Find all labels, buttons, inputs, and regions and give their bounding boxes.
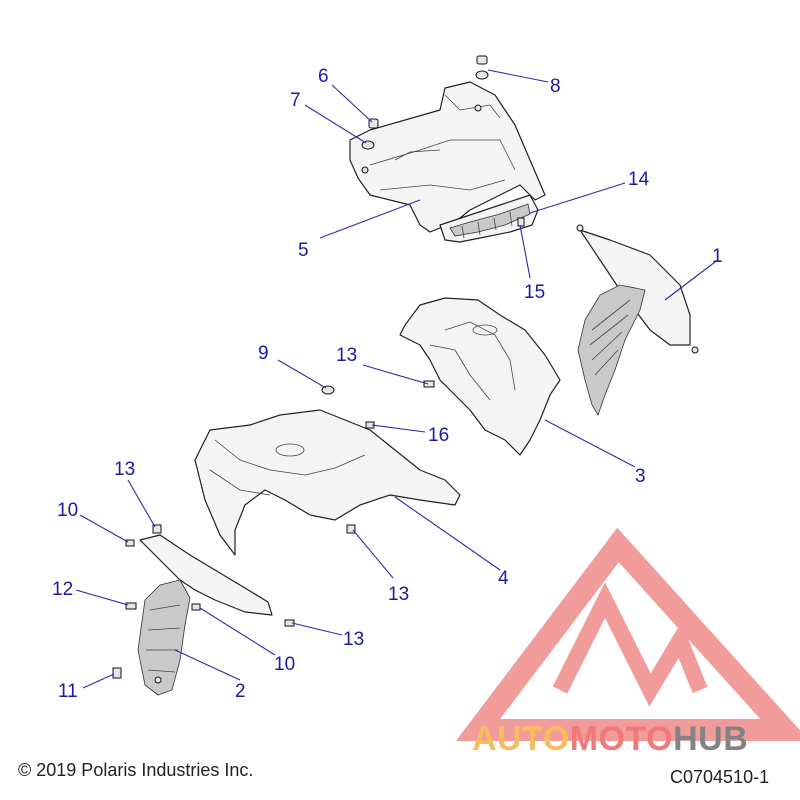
callout-10a: 10 [57, 500, 78, 521]
callout-5: 5 [298, 240, 309, 261]
callout-13d: 13 [343, 629, 364, 650]
callout-2: 2 [235, 681, 246, 702]
part-4-lower-panel [194, 409, 461, 556]
callout-13b: 13 [114, 459, 135, 480]
callout-1: 1 [712, 246, 723, 267]
callout-13a: 13 [336, 345, 357, 366]
callout-7: 7 [290, 90, 301, 111]
part-2-fender [137, 534, 273, 696]
watermark-auto-text: AUTO [472, 720, 570, 758]
callout-labels: 1 2 3 4 5 6 7 8 9 10 10 11 12 13 13 13 1… [52, 66, 723, 702]
watermark-m-shape-icon [552, 582, 708, 707]
callout-4: 4 [498, 568, 509, 589]
screw-13-left-icon [152, 524, 162, 534]
screw-12-icon [125, 602, 137, 610]
screw-15-icon [517, 217, 525, 227]
callout-14: 14 [628, 169, 650, 190]
copyright-text: © 2019 Polaris Industries Inc. [18, 760, 253, 780]
screw-11-icon [112, 667, 122, 679]
automotohub-watermark: AUTOMOTOHUB [455, 527, 800, 758]
part-3-mid-panel [399, 297, 561, 456]
watermark-moto-text: MOTO [570, 720, 673, 758]
callout-9: 9 [258, 343, 269, 364]
part-14-grille [439, 194, 539, 243]
hardware-fasteners [112, 55, 525, 679]
watermark-triangle-icon [455, 527, 800, 741]
callout-12: 12 [52, 579, 73, 600]
screw-10-lower-icon [191, 603, 201, 611]
svg-text:AUTOMOTOHUB: AUTOMOTOHUB [472, 720, 748, 758]
callout-3: 3 [635, 466, 646, 487]
part-5-hood-panel [349, 81, 546, 233]
callout-15: 15 [524, 282, 545, 303]
screw-13-mid-icon [346, 524, 356, 534]
callout-8: 8 [550, 76, 561, 97]
nut-8-icon [475, 55, 489, 80]
screw-10-icon [125, 539, 135, 547]
callout-13c: 13 [388, 584, 409, 605]
callout-11: 11 [58, 681, 78, 702]
part-1-side-panel [576, 224, 699, 416]
diagram-code: C0704510-1 [670, 767, 769, 787]
screw-13-icon [423, 380, 435, 388]
callout-16: 16 [428, 425, 449, 446]
callout-10b: 10 [274, 654, 295, 675]
watermark-hub-text: HUB [673, 720, 748, 758]
leader-lines [75, 69, 716, 689]
callout-6: 6 [318, 66, 329, 87]
